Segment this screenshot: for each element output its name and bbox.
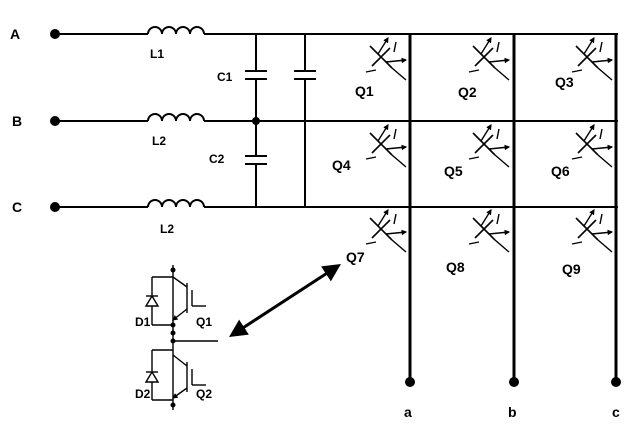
switch-label-q8: Q8 [446,259,465,275]
detail-label-d1: D1 [135,315,151,329]
output-label-a: a [404,404,412,420]
detail-pointer-arrow [228,264,342,337]
detail-label-q2: Q2 [196,387,212,401]
inductor-label-l1: L1 [150,47,164,61]
switch-group [365,37,614,253]
output-terminal-b: b [508,377,519,420]
capacitor-label-c2: C2 [209,152,225,166]
capacitor-ac [294,34,316,207]
switch-label-q3: Q3 [555,74,574,90]
output-label-c: c [612,404,620,420]
switch-q6-symbol [571,124,614,168]
input-terminal-c: C [12,199,60,215]
inductor-l1: L1 [147,26,205,61]
switch-q3-symbol [571,37,614,81]
switch-label-q1: Q1 [355,83,374,99]
input-terminal-b: B [12,113,60,129]
output-terminal-c: c [611,377,621,420]
input-label-a: A [10,26,20,42]
input-label-c: C [12,199,22,215]
switch-label-q7: Q7 [346,249,365,265]
inductor-label-l2-bottom: L2 [160,222,174,236]
switch-q2-symbol [468,37,511,81]
switch-label-q4: Q4 [332,157,351,173]
inductor-l2-bottom: L2 [147,199,205,236]
inductor-l2-mid: L2 [147,113,205,148]
output-label-b: b [508,404,517,420]
detail-label-q1: Q1 [196,315,212,329]
switch-label-q2: Q2 [458,84,477,100]
capacitor-c1: C1 [217,34,267,121]
switch-q1-symbol [365,37,408,81]
switch-q7-symbol [365,209,408,253]
capacitor-c2: C2 [209,121,267,207]
inductor-label-l2-mid: L2 [152,134,166,148]
switch-label-q5: Q5 [444,163,463,179]
switch-q8-symbol [468,209,511,253]
input-terminal-a: A [10,26,60,42]
switch-label-q6: Q6 [551,163,570,179]
switch-label-q9: Q9 [562,261,581,277]
detail-label-d2: D2 [135,387,151,401]
capacitor-label-c1: C1 [217,70,233,84]
input-label-b: B [12,113,22,129]
switch-q4-symbol [365,124,408,168]
switch-q9-symbol [571,209,614,253]
switch-q5-symbol [468,124,511,168]
bidirectional-switch-detail: D1 Q1 D2 Q2 [135,265,218,410]
output-terminal-a: a [404,377,415,420]
